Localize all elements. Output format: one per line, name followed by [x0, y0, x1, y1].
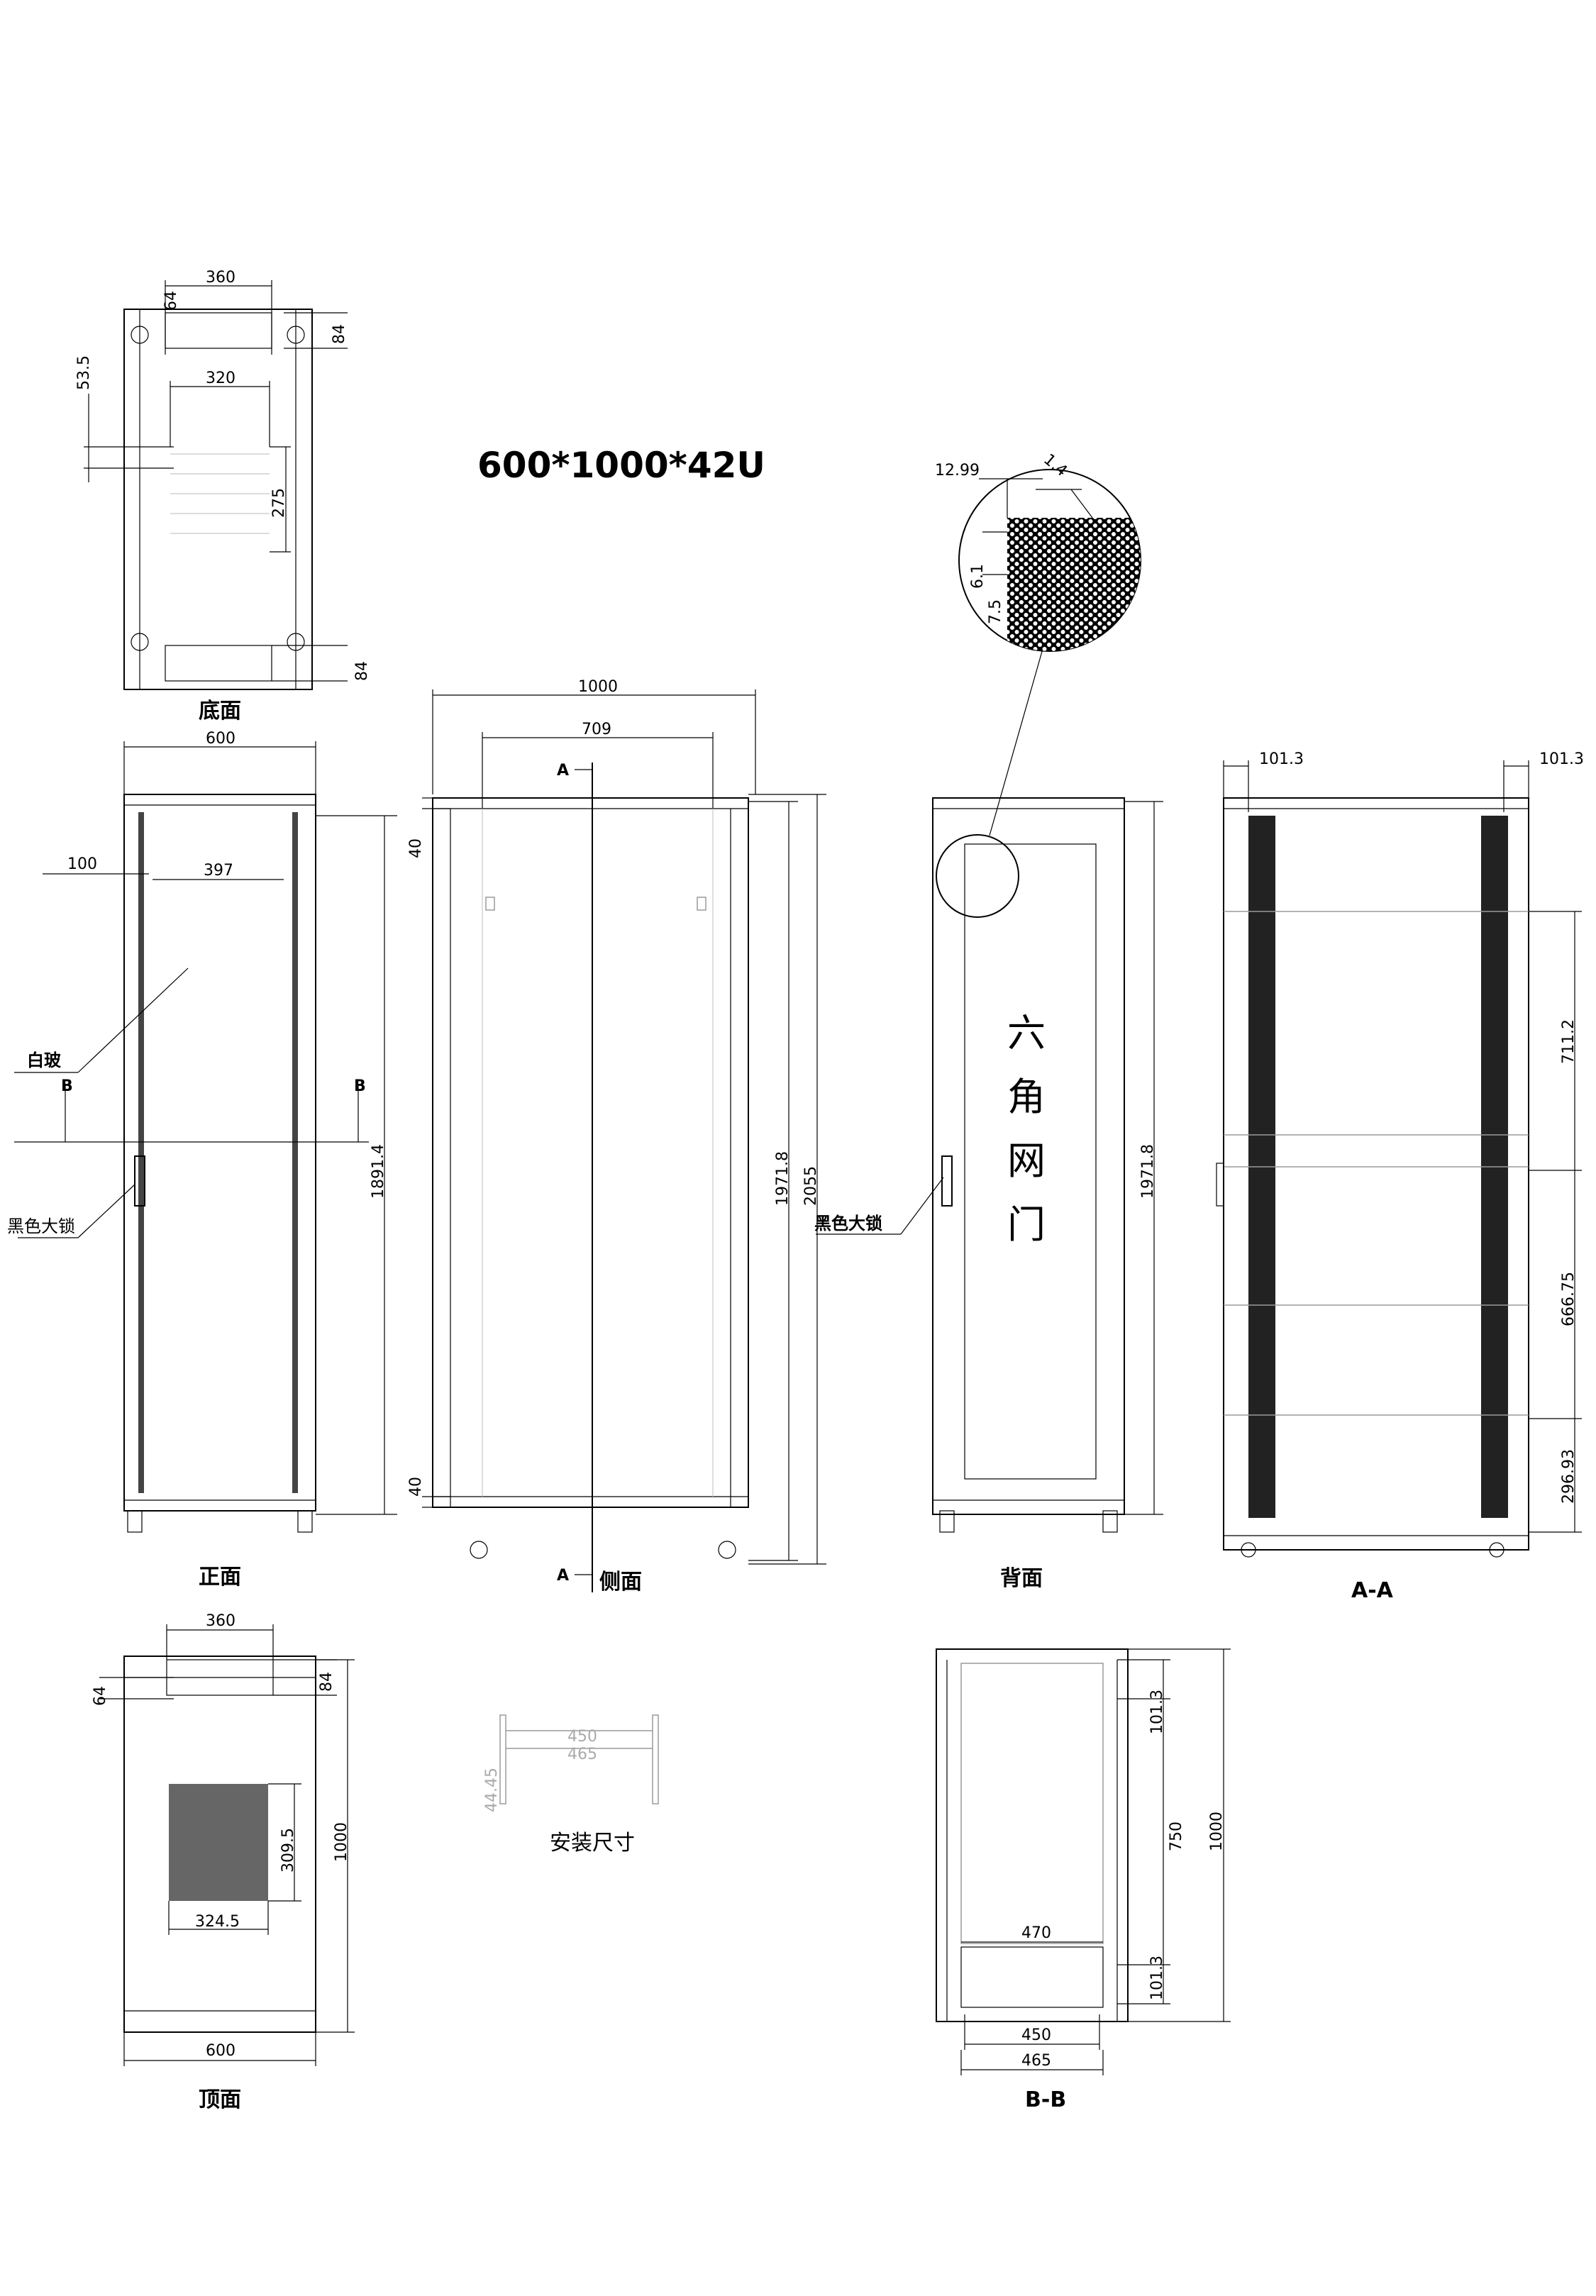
dim-aa-101-right: 101.3 [1539, 750, 1584, 768]
back-view: 六 角 网 门 1971.8 背面 12.99 1.4 6.1 7.5 [932, 450, 1163, 1591]
label-section-a-a: A-A [1351, 1578, 1394, 1603]
dim-aa-296: 296.93 [1560, 1449, 1578, 1504]
back-hex-door-panel [964, 843, 1097, 1480]
section-b-left: B [61, 1077, 73, 1095]
dim-top-360: 360 [206, 1612, 235, 1630]
dim-aa-711: 711.2 [1560, 1019, 1578, 1064]
dim-back-1971: 1971.8 [1139, 1144, 1157, 1199]
detail-dim-1-4: 1.4 [1040, 450, 1070, 480]
top-vent-grid [169, 1784, 268, 1901]
front-vent-right [292, 812, 298, 1493]
detail-dim-6-1: 6.1 [969, 564, 987, 589]
dim-bb-750: 750 [1168, 1821, 1185, 1851]
dim-bottom-53: 53.5 [75, 355, 93, 390]
front-lock-icon [134, 1155, 145, 1207]
dim-mount-450: 450 [567, 1728, 597, 1746]
mount-dimensions: 450 465 44.45 安装尺寸 [483, 1714, 659, 1856]
front-view: 600 100 397 1891.4 白玻 B B 黑色大锁 正面 [7, 730, 397, 1590]
dim-mount-44: 44.45 [483, 1768, 501, 1812]
back-lock-icon [941, 1155, 953, 1207]
callout-front-lock: 黑色大锁 [7, 1216, 75, 1236]
dim-top-64: 64 [92, 1686, 109, 1706]
section-a-bottom: A [557, 1567, 569, 1585]
dim-front-100: 100 [67, 855, 97, 873]
callout-side-lock: 黑色大锁 [814, 1214, 882, 1233]
dim-bottom-64: 64 [162, 291, 180, 311]
label-mount-dimensions: 安装尺寸 [550, 1831, 635, 1856]
dim-side-40a: 40 [407, 838, 425, 858]
dim-top-84: 84 [318, 1672, 336, 1692]
detail-marker-circle [936, 834, 1019, 918]
dim-front-600: 600 [206, 730, 235, 748]
dim-side-1000: 1000 [578, 678, 618, 696]
label-front-view: 正面 [199, 1565, 241, 1590]
dim-front-1891: 1891.4 [370, 1144, 387, 1199]
dim-bottom-84b: 84 [353, 661, 371, 681]
label-top-view: 顶面 [199, 2087, 241, 2112]
detail-dim-12-99: 12.99 [935, 462, 980, 479]
dim-bb-470: 470 [1021, 1924, 1051, 1942]
section-a-top: A [557, 762, 569, 780]
dim-top-1000: 1000 [333, 1822, 350, 1862]
dim-side-40b: 40 [407, 1477, 425, 1497]
section-b-right: B [354, 1077, 366, 1095]
section-a-a: 101.3 101.3 711.2 666.75 296.93 A-A [1216, 750, 1584, 1603]
detail-dim-7-5: 7.5 [987, 599, 1004, 624]
dim-bb-101-top: 101.3 [1148, 1690, 1166, 1734]
dim-bottom-320: 320 [206, 370, 235, 387]
dim-top-324: 324.5 [195, 1913, 240, 1931]
top-view: 360 64 84 1000 309.5 324.5 600 顶面 [92, 1612, 355, 2112]
bottom-view: 360 64 84 53.5 320 275 84 底面 [75, 269, 371, 723]
dim-side-709: 709 [582, 721, 611, 738]
door-text-4: 门 [1007, 1202, 1046, 1247]
dim-bb-101-bottom: 101.3 [1148, 1956, 1166, 2000]
side-view: 1000 709 A A 40 40 1971.8 2055 黑色大锁 侧面 [407, 678, 944, 1595]
dim-aa-666: 666.75 [1560, 1272, 1578, 1326]
dim-bb-450: 450 [1021, 2026, 1051, 2044]
dim-mount-465: 465 [567, 1746, 597, 1763]
dim-bb-1000: 1000 [1208, 1812, 1226, 1851]
dim-aa-101-left: 101.3 [1259, 750, 1304, 768]
label-side-view: 侧面 [599, 1570, 642, 1595]
drawing-title: 600*1000*42U [477, 445, 765, 486]
dim-side-2055: 2055 [802, 1166, 820, 1206]
dim-side-1971: 1971.8 [774, 1151, 792, 1206]
section-b-b: 1000 101.3 750 101.3 470 450 465 B-B [936, 1648, 1231, 2112]
dim-top-309: 309.5 [279, 1828, 297, 1873]
dim-bb-465: 465 [1021, 2052, 1051, 2070]
door-text-2: 角 [1007, 1075, 1046, 1119]
label-back-view: 背面 [1000, 1566, 1043, 1591]
label-section-b-b: B-B [1025, 2087, 1066, 2112]
callout-glass: 白玻 [27, 1050, 62, 1070]
dim-bottom-360: 360 [206, 269, 235, 287]
bb-perforated-shelf [960, 1663, 1104, 1944]
dim-bottom-84a: 84 [331, 324, 348, 344]
dim-top-600: 600 [206, 2042, 235, 2060]
dim-front-397: 397 [204, 862, 233, 880]
label-bottom-view: 底面 [199, 699, 241, 723]
dim-bottom-275: 275 [270, 488, 288, 518]
door-text-1: 六 [1007, 1011, 1046, 1055]
front-vent-left [138, 812, 144, 1493]
door-text-3: 网 [1007, 1138, 1046, 1183]
